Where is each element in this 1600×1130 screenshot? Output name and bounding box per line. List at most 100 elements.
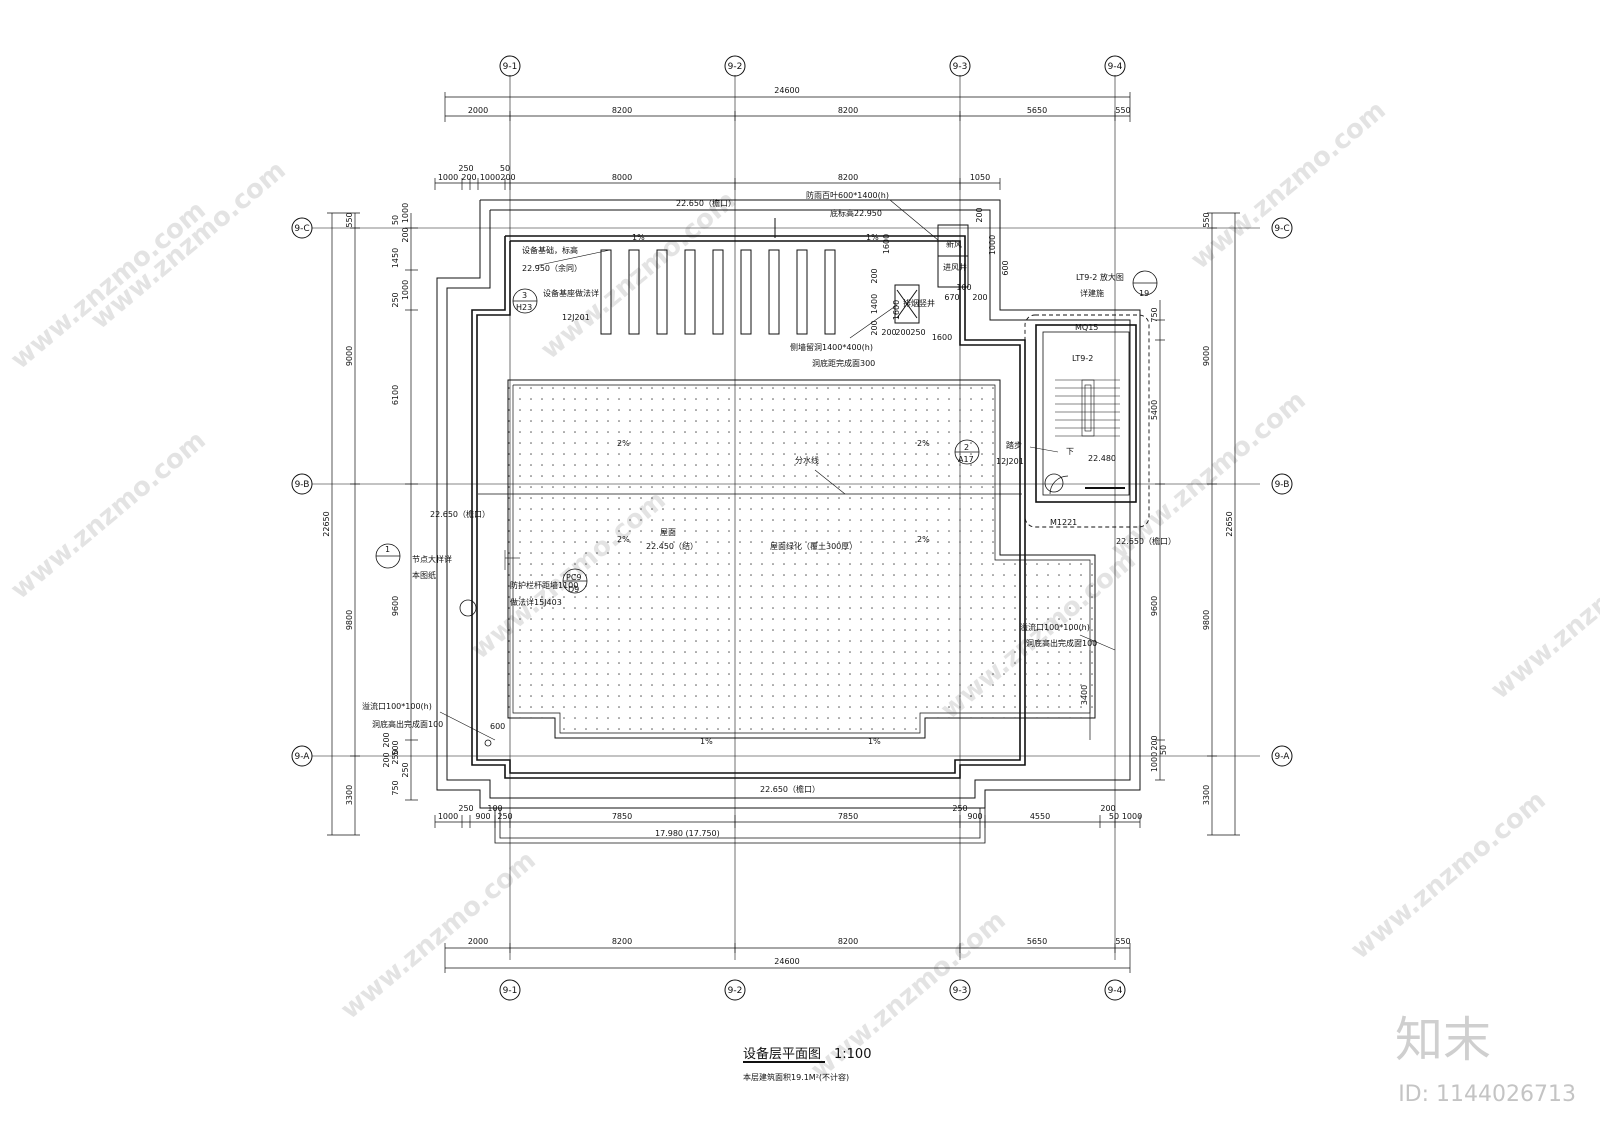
dimension-text: 1000 xyxy=(1150,752,1159,772)
dimension-text: 9800 xyxy=(345,610,354,630)
reference-sheet: D9 xyxy=(568,585,579,594)
stair-detail-note: LT9-2 放大图 xyxy=(1076,272,1124,282)
dimension-text: 1600 xyxy=(892,300,901,320)
dimension-text: 550 xyxy=(1115,106,1130,115)
planted-roof-inner-edge xyxy=(512,384,1091,734)
dimension-text: 200 xyxy=(382,752,391,767)
dimension-text: 600 xyxy=(1001,260,1010,275)
dimension-text: 8200 xyxy=(838,173,858,182)
dimension-text: 250 xyxy=(458,164,473,173)
reference-number: 1 xyxy=(385,545,390,554)
dimension-text: 1000 xyxy=(401,203,410,223)
dimension-text: 1050 xyxy=(970,173,990,182)
overflow-note: 溢流口100*100(h) xyxy=(1020,622,1090,632)
axis-label: 9-2 xyxy=(728,62,743,72)
lower-roof-elevation: 17.980 (17.750) xyxy=(655,829,720,838)
reference-sheet: A17 xyxy=(958,455,974,464)
slope-label: 2% xyxy=(917,535,930,544)
axis-label: 9-4 xyxy=(1108,62,1123,72)
axis-label: 9-B xyxy=(295,480,310,490)
dimension-text: 900 xyxy=(967,812,982,821)
dimension-text: 750 xyxy=(1150,307,1159,322)
reference-number: PC9 xyxy=(566,573,582,582)
right-dimensions xyxy=(1089,212,1240,836)
dimension-text: 6100 xyxy=(391,385,400,405)
equipment-base-elevation: 22.950（余同） xyxy=(522,263,582,273)
door-label: M1221 xyxy=(1050,518,1077,527)
node-detail-note: 节点大样详 xyxy=(412,554,452,564)
dimension-text: 250 xyxy=(497,812,512,821)
dimension-text: 900 xyxy=(475,812,490,821)
dimension-text: 22650 xyxy=(1225,511,1234,536)
dimension-text: 3300 xyxy=(1202,785,1211,805)
door-label: MQ15 xyxy=(1075,323,1098,332)
axis-label: 9-2 xyxy=(728,986,743,996)
dimension-text: 100 xyxy=(487,804,502,813)
roof-green-label: 屋面绿化（覆土300厚） xyxy=(770,541,857,551)
railing-note: 防护栏杆距墙1100 xyxy=(510,580,578,590)
dimension-text: 50 xyxy=(500,164,510,173)
dimension-text: 50 xyxy=(1109,812,1119,821)
dimension-text: 7850 xyxy=(838,812,858,821)
dimension-text: 8200 xyxy=(838,106,858,115)
node-detail-sheet: 本图纸 xyxy=(412,570,436,580)
brand-logo: 知末 xyxy=(1395,1012,1492,1068)
watermark-text: www.znzmo.com xyxy=(1185,95,1391,275)
dimension-text: 50 xyxy=(391,215,400,225)
dimension-text: 200 xyxy=(1100,804,1115,813)
watermark-text: www.znzmo.com xyxy=(5,425,211,605)
dimension-text: 9000 xyxy=(345,346,354,366)
axis-label: 9-B xyxy=(1275,480,1290,490)
fresh-air-shaft-label: 进风井 xyxy=(943,262,967,272)
stair-level: 22.480 xyxy=(1088,454,1116,463)
dimension-text: 4550 xyxy=(1030,812,1050,821)
dimension-text: 1600 xyxy=(882,234,891,254)
annotations: 22.650（檐口） 22.650（檐口） 22.650（檐口） 22.650（… xyxy=(362,190,1176,838)
dimension-text: 9600 xyxy=(1150,596,1159,616)
reference-number: 2 xyxy=(964,443,969,452)
dimension-text: 200 xyxy=(895,328,910,337)
shaft-dimension-text: 200 1000 600 670 200 100 1600 200 1400 1… xyxy=(870,207,1010,342)
dimension-text: 670 xyxy=(944,293,959,302)
top-dimensions xyxy=(434,92,1131,190)
drawing-title: 设备层平面图 1:100 本层建筑面积19.1M²(不计容) xyxy=(743,1046,871,1082)
eave-elevation-label: 22.650（檐口） xyxy=(760,784,820,794)
dimension-text: 8200 xyxy=(612,106,632,115)
dimension-text: 100 xyxy=(956,283,971,292)
watermark-text: www.znzmo.com xyxy=(5,195,211,375)
step-detail-ref: 12J201 xyxy=(996,457,1024,466)
side-opening-note: 侧墙留洞1400*400(h) xyxy=(790,342,873,352)
dimension-text: 550 xyxy=(345,212,354,227)
stair-detail-note: 详建施 xyxy=(1080,288,1104,298)
dimension-text: 8200 xyxy=(612,937,632,946)
dimension-text: 50 xyxy=(1159,745,1168,755)
axis-bubbles xyxy=(291,55,1293,1001)
dimension-text: 250 xyxy=(401,762,410,777)
equipment-base-note: 设备基础，标高 xyxy=(522,245,578,255)
dimension-text: 500 xyxy=(391,740,400,755)
left-dimensions xyxy=(327,212,418,836)
right-dimension-text: 22650 550 9000 9800 3300 750 5400 9600 3… xyxy=(1080,212,1234,805)
dimension-text: 3400 xyxy=(1080,685,1089,705)
dimension-text: 550 xyxy=(1115,937,1130,946)
louver-sill-note: 底标高22.950 xyxy=(830,208,882,218)
dimension-text: 2000 xyxy=(468,106,488,115)
axis-labels: 9-1 9-2 9-3 9-4 9-1 9-2 9-3 9-4 9-C 9-B … xyxy=(294,62,1290,996)
divide-line-label: 分水线 xyxy=(795,455,819,465)
axis-label: 9-A xyxy=(295,752,311,762)
dimension-text: 5650 xyxy=(1027,937,1047,946)
dimension-text: 5650 xyxy=(1027,106,1047,115)
dimension-text: 1400 xyxy=(870,294,879,314)
dimension-text: 750 xyxy=(391,780,400,795)
slope-label: 2% xyxy=(617,439,630,448)
reference-bubbles xyxy=(375,270,1158,747)
dimension-text: 1000 xyxy=(480,173,500,182)
dimension-text: 9000 xyxy=(1202,346,1211,366)
dimension-text: 200 xyxy=(461,173,476,182)
stair-down-label: 下 xyxy=(1066,447,1074,456)
exhaust-shaft-label: 排烟竖井 xyxy=(903,298,935,308)
opening-height-note: 洞底距完成面300 xyxy=(812,358,875,368)
dimension-text: 7850 xyxy=(612,812,632,821)
dimension-text: 600 xyxy=(490,722,505,731)
watermark-text: www.znzmo.com xyxy=(335,845,541,1025)
